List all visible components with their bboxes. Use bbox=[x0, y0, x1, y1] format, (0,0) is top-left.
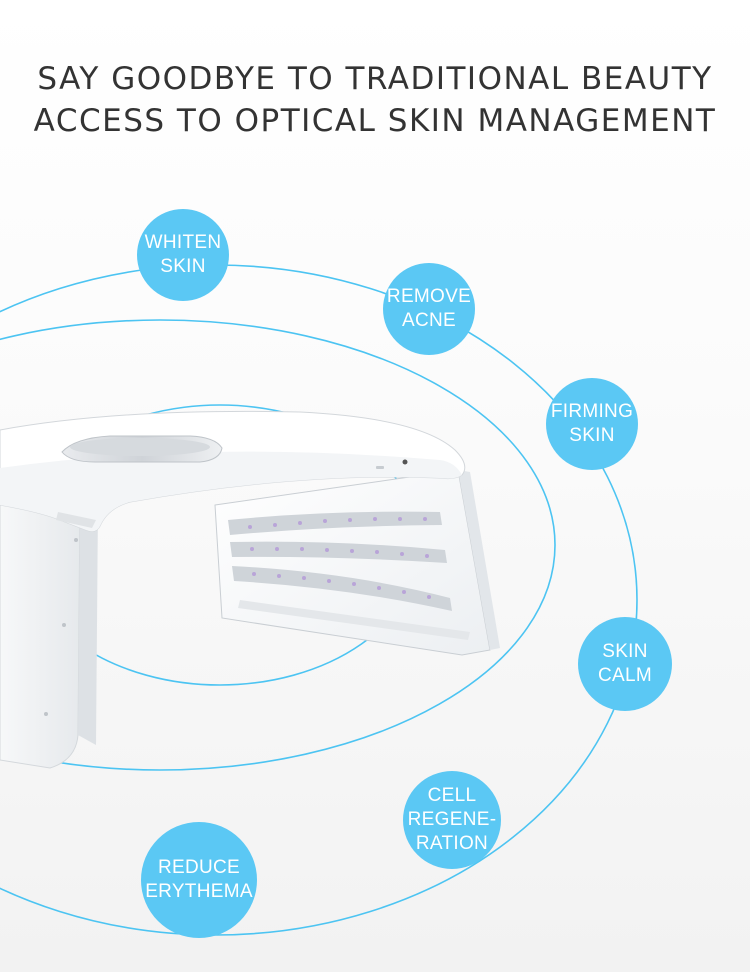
benefit-label-line: ACNE bbox=[402, 310, 456, 331]
benefit-label-line: CALM bbox=[598, 665, 652, 686]
benefit-label-line: RATION bbox=[415, 833, 489, 854]
benefit-remove-acne: REMOVE ACNE bbox=[383, 263, 475, 355]
benefit-label-line: WHITEN bbox=[144, 232, 222, 253]
headline-line-2: ACCESS TO OPTICAL SKIN MANAGEMENT bbox=[33, 103, 717, 139]
benefit-cell-regeneration: CELL REGENE- RATION bbox=[403, 771, 501, 869]
benefit-label-line: ERYTHEMA bbox=[145, 881, 253, 902]
benefit-label-line: FIRMING bbox=[550, 401, 634, 422]
benefit-label-line: CELL bbox=[427, 785, 477, 806]
headline-line-1: SAY GOODBYE TO TRADITIONAL BEAUTY bbox=[37, 61, 713, 97]
benefit-label-line: REGENE- bbox=[407, 809, 497, 830]
benefit-label-line: SKIN bbox=[602, 641, 648, 662]
benefit-reduce-erythema: REDUCE ERYTHEMA bbox=[141, 822, 257, 938]
orbit-ring-middle bbox=[0, 319, 556, 771]
led-device-illustration bbox=[0, 410, 500, 769]
benefit-whiten-skin: WHITEN SKIN bbox=[137, 209, 229, 301]
headline: SAY GOODBYE TO TRADITIONAL BEAUTY ACCESS… bbox=[0, 58, 750, 142]
benefit-skin-calm: SKIN CALM bbox=[578, 617, 672, 711]
benefit-label-line: SKIN bbox=[569, 425, 615, 446]
benefit-label-line: SKIN bbox=[160, 256, 206, 277]
benefit-label-line: REMOVE bbox=[386, 286, 472, 307]
benefit-label-line: REDUCE bbox=[157, 857, 241, 878]
benefit-firming-skin: FIRMING SKIN bbox=[546, 378, 638, 470]
